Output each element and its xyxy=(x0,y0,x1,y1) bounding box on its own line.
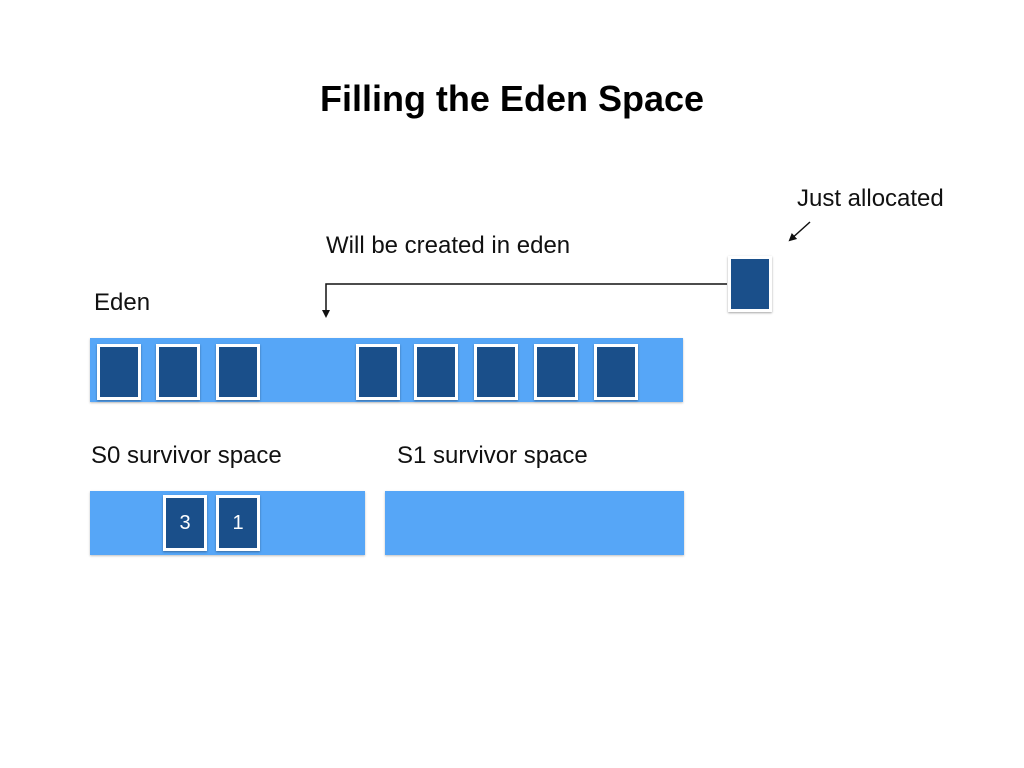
s0-object: 1 xyxy=(216,495,260,551)
object-age: 3 xyxy=(179,511,191,534)
eden-object xyxy=(474,344,518,400)
eden-object xyxy=(97,344,141,400)
eden-object xyxy=(356,344,400,400)
will-be-created-label: Will be created in eden xyxy=(326,232,571,259)
s0-label: S0 survivor space xyxy=(91,442,282,469)
s1-label: S1 survivor space xyxy=(397,442,588,469)
eden-object xyxy=(156,344,200,400)
s1-survivor-space xyxy=(385,491,684,555)
creation-arrow xyxy=(322,283,727,318)
object-age: 1 xyxy=(232,511,244,534)
diagram-title: Filling the Eden Space xyxy=(319,78,705,119)
eden-object xyxy=(414,344,458,400)
s0-object: 3 xyxy=(163,495,207,551)
just-allocated-arrow xyxy=(788,221,811,242)
just-allocated-label: Just allocated xyxy=(797,185,944,212)
eden-label: Eden xyxy=(94,289,151,316)
just-allocated-object xyxy=(728,256,772,312)
eden-object xyxy=(216,344,260,400)
eden-object xyxy=(594,344,638,400)
eden-object xyxy=(534,344,578,400)
